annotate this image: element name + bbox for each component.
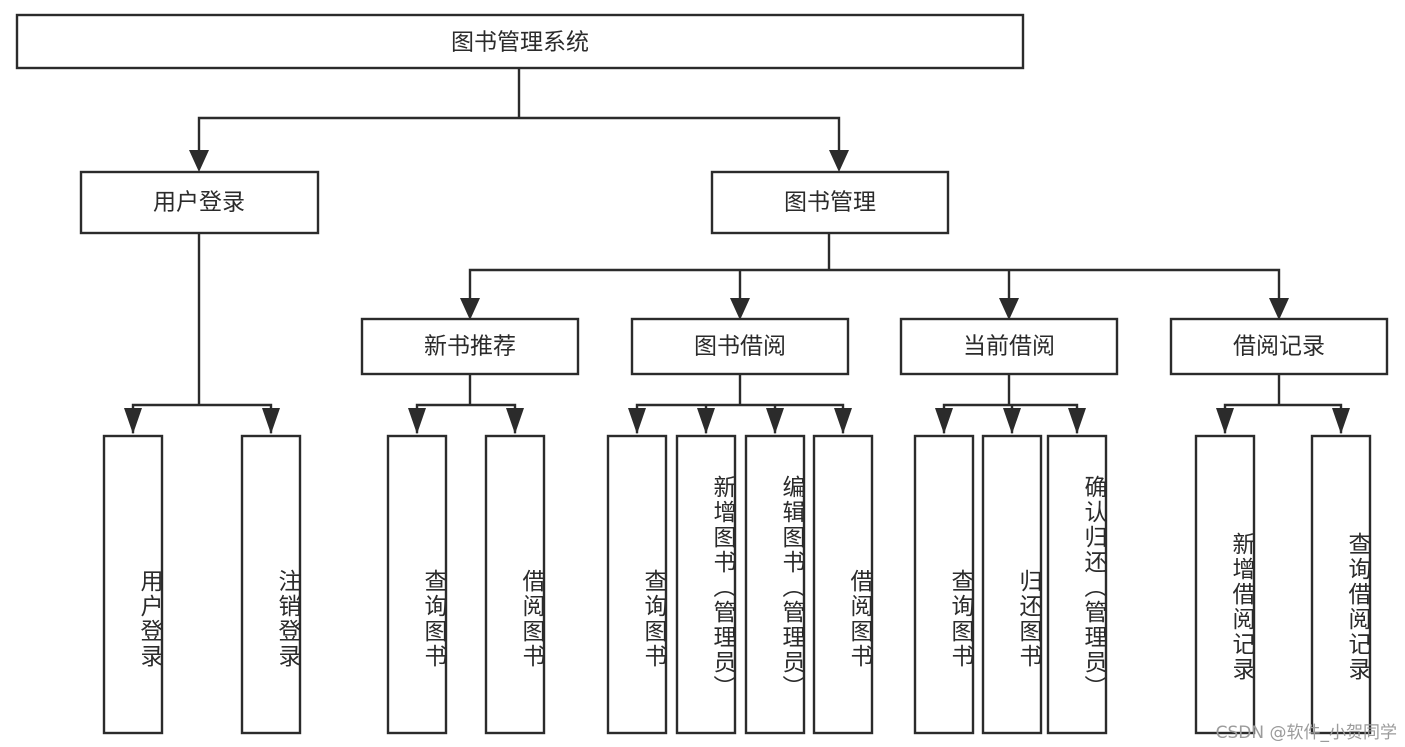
arrow-leaf-borrow-edit	[766, 408, 784, 434]
node-label-book-borrow: 图书借阅	[694, 334, 786, 360]
node-box-new-book-recommend[interactable]	[360, 317, 580, 376]
node-box-leaf-borrow-lend[interactable]	[812, 434, 874, 735]
connector-bookborrow-to-leaves	[635, 372, 845, 434]
node-box-leaf-current-query[interactable]	[913, 434, 975, 735]
node-label-root: 图书管理系统	[451, 30, 589, 56]
connector-borrowrecord-to-leaves	[1223, 372, 1343, 434]
arrow-to-book-manage	[829, 150, 849, 172]
node-box-leaf-record-add[interactable]	[1194, 434, 1256, 735]
arrow-leaf-borrow-lend	[834, 408, 852, 434]
node-box-current-borrow[interactable]	[899, 317, 1119, 376]
arrow-leaf-record-add	[1216, 408, 1234, 434]
node-box-user-login[interactable]	[79, 170, 320, 235]
arrow-leaf-record-query	[1332, 408, 1350, 434]
node-box-book-manage[interactable]	[710, 170, 950, 235]
node-label-book-manage: 图书管理	[784, 190, 876, 216]
node-box-leaf-current-return[interactable]	[981, 434, 1043, 735]
arrow-to-new-book-recommend	[460, 298, 480, 320]
node-box-leaf-current-confirm[interactable]	[1046, 434, 1108, 735]
arrow-to-current-borrow	[999, 298, 1019, 320]
node-label-borrow-record: 借阅记录	[1233, 334, 1325, 360]
arrow-leaf-newbook-query	[408, 408, 426, 434]
arrow-leaf-current-query	[935, 408, 953, 434]
connector-newbook-to-leaves	[415, 372, 517, 434]
node-box-leaf-borrow-query[interactable]	[606, 434, 668, 735]
arrow-leaf-logout-login	[262, 408, 280, 434]
node-box-leaf-user-login[interactable]	[102, 434, 164, 735]
arrow-leaf-borrow-query	[628, 408, 646, 434]
node-box-book-borrow[interactable]	[630, 317, 850, 376]
connector-userlogin-to-leaves	[131, 231, 273, 434]
node-label-current-borrow: 当前借阅	[963, 334, 1055, 360]
node-box-leaf-borrow-add[interactable]	[675, 434, 737, 735]
node-box-leaf-borrow-edit[interactable]	[744, 434, 806, 735]
connectors-layer	[124, 66, 1350, 434]
arrow-leaf-borrow-add	[697, 408, 715, 434]
arrow-leaf-current-return	[1003, 408, 1021, 434]
arrow-to-book-borrow	[730, 298, 750, 320]
arrow-to-borrow-record	[1269, 298, 1289, 320]
arrow-to-user-login	[189, 150, 209, 172]
node-box-leaf-newbook-borrow[interactable]	[484, 434, 546, 735]
connector-root-to-level2	[197, 66, 841, 154]
nodes-layer: 图书管理系统 用户登录 图书管理 新书推荐 图书借阅 当前借阅 借阅记录	[15, 13, 1389, 735]
arrow-leaf-user-login	[124, 408, 142, 434]
node-box-leaf-newbook-query[interactable]	[386, 434, 448, 735]
node-box-root[interactable]	[15, 13, 1025, 70]
connector-bookmanage-to-level3	[468, 231, 1281, 302]
node-box-leaf-record-query[interactable]	[1310, 434, 1372, 735]
arrow-leaf-current-confirm	[1068, 408, 1086, 434]
node-label-new-book-recommend: 新书推荐	[424, 334, 516, 360]
node-box-borrow-record[interactable]	[1169, 317, 1389, 376]
node-label-user-login: 用户登录	[153, 190, 245, 216]
csdn-watermark: CSDN @软件_小贺同学	[1215, 723, 1397, 743]
arrow-leaf-newbook-borrow	[506, 408, 524, 434]
node-box-leaf-logout-login[interactable]	[240, 434, 302, 735]
